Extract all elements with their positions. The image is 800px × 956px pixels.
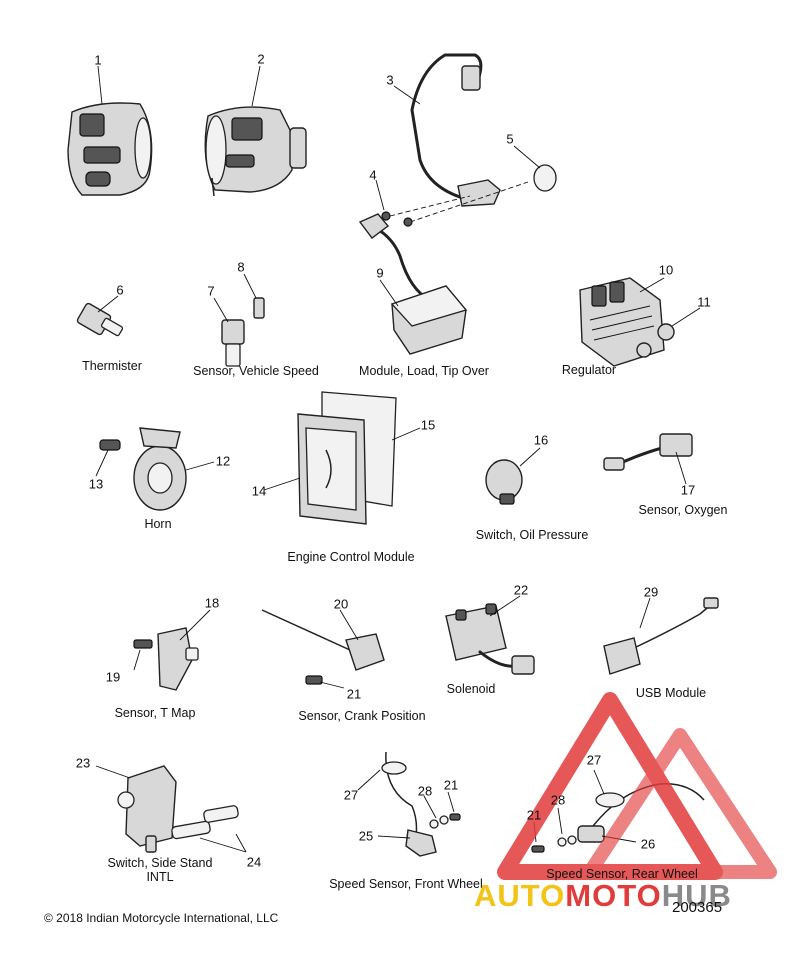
caption-crank-position-sensor: Sensor, Crank Position: [298, 709, 426, 723]
tip-over-module-icon: [358, 213, 468, 355]
caption-thermister: Thermister: [82, 359, 142, 373]
callout-7: 7: [207, 283, 215, 299]
o-ring-icon: [533, 164, 557, 192]
regulator-icon: [579, 277, 675, 367]
callout-23: 23: [75, 755, 91, 771]
engine-control-module-icon: [297, 391, 397, 525]
callout-22: 22: [513, 582, 529, 598]
callout-26: 26: [640, 836, 656, 852]
callout-27-rear: 27: [586, 752, 602, 768]
crank-position-sensor-icon: [261, 609, 385, 685]
watermark-text-moto: MOTO: [565, 878, 662, 913]
callout-4: 4: [369, 167, 377, 183]
callout-29: 29: [643, 584, 659, 600]
callout-15: 15: [420, 417, 436, 433]
watermark-text-hub: HUB: [661, 878, 732, 913]
callout-21-rear: 21: [526, 807, 542, 823]
callout-13: 13: [88, 476, 104, 492]
caption-engine-control-module: Engine Control Module: [287, 550, 415, 564]
caption-rear-wheel-speed-sensor: Speed Sensor, Rear Wheel: [546, 867, 698, 881]
callout-10: 10: [658, 262, 674, 278]
nut-icon: [381, 211, 413, 227]
oxygen-sensor-icon: [603, 433, 693, 471]
callout-19: 19: [105, 669, 121, 685]
right-handlebar-switch-icon: [204, 106, 307, 197]
callout-17: 17: [680, 482, 696, 498]
left-handlebar-switch-icon: [67, 102, 153, 196]
callout-21-front: 21: [443, 777, 459, 793]
caption-t-map-sensor: Sensor, T Map: [114, 706, 196, 720]
callout-16: 16: [533, 432, 549, 448]
caption-regulator: Regulator: [561, 363, 617, 377]
caption-front-wheel-speed-sensor: Speed Sensor, Front Wheel: [329, 877, 483, 891]
caption-vehicle-speed-sensor: Sensor, Vehicle Speed: [193, 364, 319, 378]
callout-12: 12: [215, 453, 231, 469]
callout-6: 6: [116, 282, 124, 298]
t-map-sensor-icon: [133, 627, 199, 691]
watermark-text: AUTOMOTOHUB: [474, 878, 732, 914]
callout-24: 24: [246, 854, 262, 870]
callout-9: 9: [376, 265, 384, 281]
callout-2: 2: [257, 51, 265, 67]
callout-25: 25: [358, 828, 374, 844]
solenoid-icon: [445, 603, 535, 675]
callout-8: 8: [237, 259, 245, 275]
watermark-logo-icon: [497, 692, 777, 880]
rear-wheel-speed-sensor-icon: [531, 783, 705, 853]
caption-solenoid: Solenoid: [446, 682, 496, 696]
callout-11: 11: [697, 294, 711, 310]
diagram-id: 200365: [672, 899, 723, 916]
horn-icon: [99, 427, 187, 511]
caption-usb-module: USB Module: [635, 686, 707, 700]
caption-tip-over-module: Module, Load, Tip Over: [359, 364, 489, 378]
caption-side-stand-switch: Switch, Side Stand INTL: [107, 856, 213, 884]
callout-18: 18: [204, 595, 220, 611]
callout-28-rear: 28: [550, 792, 566, 808]
callout-3: 3: [386, 72, 394, 88]
callout-14: 14: [251, 483, 267, 499]
thermister-icon: [76, 302, 124, 337]
callout-27-front: 27: [343, 787, 359, 803]
caption-horn: Horn: [144, 517, 172, 531]
callout-1: 1: [94, 52, 102, 68]
caption-oxygen-sensor: Sensor, Oxygen: [638, 503, 728, 517]
copyright-notice: © 2018 Indian Motorcycle International, …: [44, 911, 279, 925]
vehicle-speed-sensor-icon: [221, 297, 265, 367]
callout-20: 20: [333, 596, 349, 612]
harness-bracket-icon: [389, 53, 529, 223]
callout-21: 21: [346, 686, 362, 702]
watermark-triangle-inner: [583, 728, 777, 879]
watermark-text-auto: AUTO: [474, 878, 566, 913]
caption-oil-pressure-switch: Switch, Oil Pressure: [475, 528, 589, 542]
side-stand-switch-icon: [117, 765, 239, 853]
callout-5: 5: [506, 131, 514, 147]
leader-lines: [95, 65, 701, 853]
callout-28-front: 28: [417, 783, 433, 799]
front-wheel-speed-sensor-icon: [381, 751, 461, 857]
oil-pressure-switch-icon: [485, 459, 523, 505]
usb-module-icon: [603, 597, 719, 675]
